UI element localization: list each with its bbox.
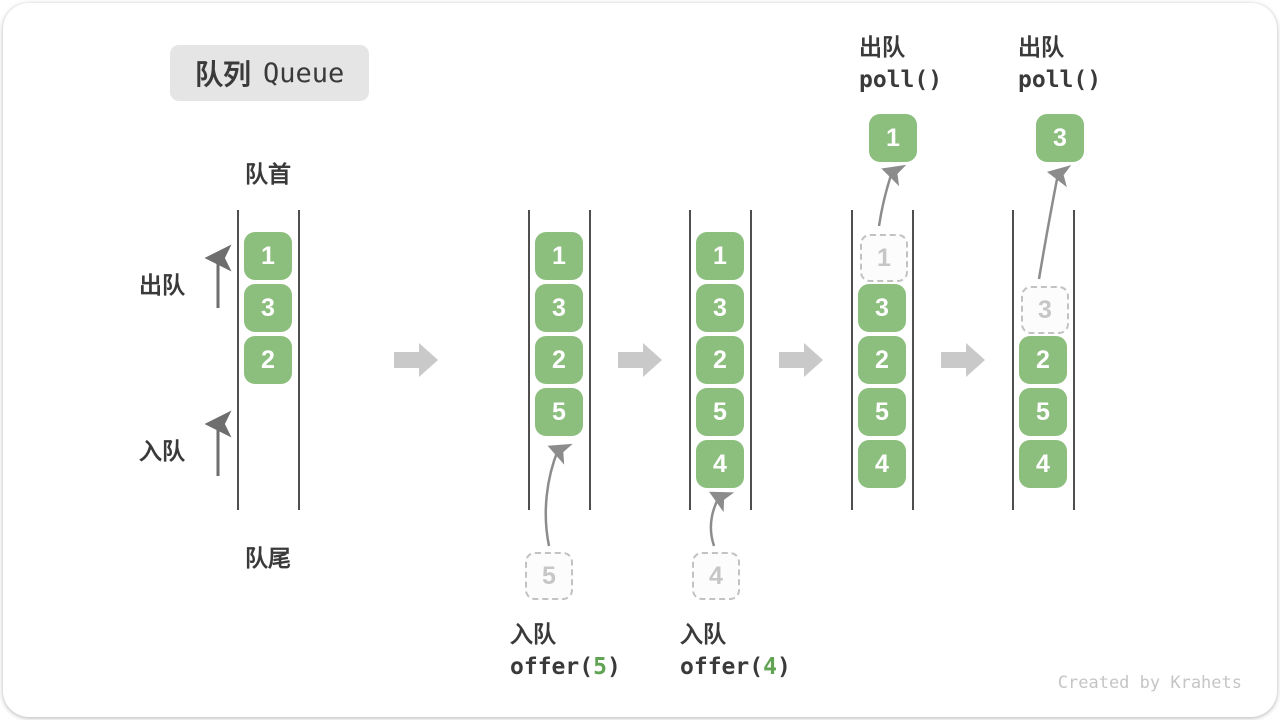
removed-box: 3 xyxy=(1021,286,1069,334)
diagram-card xyxy=(3,3,1277,717)
polled-box: 3 xyxy=(1036,114,1084,162)
queue-box: 3 xyxy=(244,284,292,332)
queue-box: 3 xyxy=(535,284,583,332)
label-queue-front: 队首 xyxy=(245,161,291,187)
op-enqueue-offer4: 入队 offer(4) xyxy=(680,619,791,685)
op-code: offer(4) xyxy=(680,654,791,680)
pending-box: 5 xyxy=(525,552,573,600)
queue-box: 3 xyxy=(858,284,906,332)
op-label: 出队 xyxy=(859,34,905,60)
label-enqueue-side: 入队 xyxy=(139,438,185,464)
op-dequeue-poll-1: 出队 poll() xyxy=(859,32,942,98)
op-dequeue-poll-2: 出队 poll() xyxy=(1018,32,1101,98)
queue-box: 5 xyxy=(858,388,906,436)
channel-wall xyxy=(750,210,752,510)
channel-wall xyxy=(298,210,300,510)
polled-box: 1 xyxy=(869,114,917,162)
queue-box: 5 xyxy=(696,388,744,436)
op-code: poll() xyxy=(1018,67,1102,93)
op-enqueue-offer5: 入队 offer(5) xyxy=(510,619,621,685)
op-label: 出队 xyxy=(1018,34,1064,60)
op-code: offer(5) xyxy=(510,654,621,680)
queue-box: 2 xyxy=(535,336,583,384)
channel-wall xyxy=(851,210,853,510)
op-label: 入队 xyxy=(680,621,726,647)
op-arg: 4 xyxy=(763,654,777,680)
queue-box: 4 xyxy=(1019,440,1067,488)
queue-box: 1 xyxy=(244,232,292,280)
pending-box: 4 xyxy=(692,552,740,600)
label-dequeue-side: 出队 xyxy=(139,272,185,298)
channel-wall xyxy=(237,210,239,510)
queue-box: 2 xyxy=(244,336,292,384)
channel-wall xyxy=(689,210,691,510)
title-en: Queue xyxy=(263,57,345,89)
queue-box: 2 xyxy=(858,336,906,384)
credit-text: Created by Krahets xyxy=(1057,673,1242,693)
label-queue-rear: 队尾 xyxy=(245,545,291,571)
queue-box: 5 xyxy=(1019,388,1067,436)
queue-box: 3 xyxy=(696,284,744,332)
queue-box: 4 xyxy=(858,440,906,488)
channel-wall xyxy=(1012,210,1014,510)
channel-wall xyxy=(589,210,591,510)
queue-box: 2 xyxy=(696,336,744,384)
queue-box: 2 xyxy=(1019,336,1067,384)
op-code: poll() xyxy=(859,67,943,93)
title-badge: 队列 Queue xyxy=(170,45,370,101)
queue-box: 1 xyxy=(696,232,744,280)
op-arg: 5 xyxy=(593,654,607,680)
queue-box: 4 xyxy=(696,440,744,488)
channel-wall xyxy=(1073,210,1075,510)
removed-box: 1 xyxy=(860,234,908,282)
channel-wall xyxy=(912,210,914,510)
queue-box: 5 xyxy=(535,388,583,436)
channel-wall xyxy=(528,210,530,510)
queue-box: 1 xyxy=(535,232,583,280)
op-label: 入队 xyxy=(510,621,556,647)
title-zh: 队列 xyxy=(195,59,252,90)
